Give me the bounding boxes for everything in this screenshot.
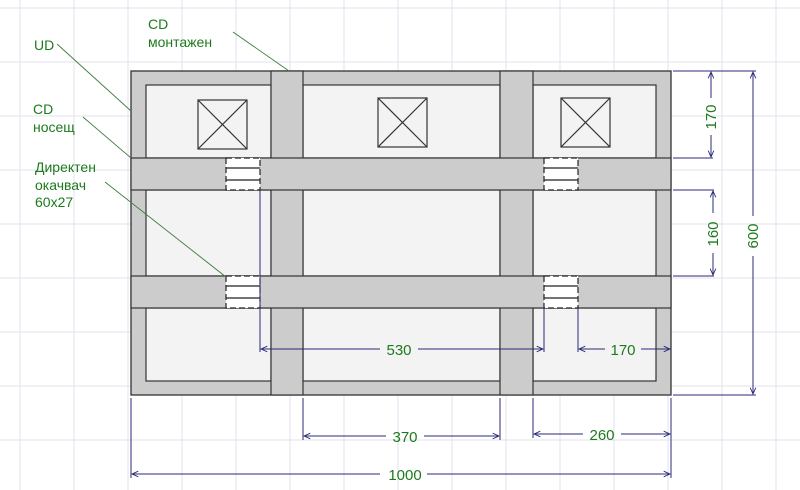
leader-lines	[56, 31, 290, 278]
label-hanger-2: окачвач	[35, 177, 86, 193]
direct-hanger-icon	[225, 157, 261, 191]
cd-bearing-profile-top	[130, 157, 672, 191]
label-hanger-3: 60x27	[35, 194, 73, 210]
dim-hanger-to-edge: 170	[610, 342, 635, 359]
leader-hanger	[104, 181, 227, 278]
direct-hanger-icon	[543, 275, 579, 309]
cd-mounting-profile-left	[270, 70, 304, 396]
light-fixtures	[197, 97, 611, 150]
cd-bearing-profile-bottom	[130, 275, 672, 309]
dim-middle-span: 370	[392, 429, 417, 446]
label-hanger-1: Директен	[35, 159, 96, 175]
light-fixture-icon	[197, 99, 248, 150]
label-cd-bearing-1: CD	[33, 101, 53, 117]
light-fixture-icon	[377, 97, 428, 148]
dimension-lines	[132, 72, 753, 474]
cd-mounting-profile-right	[499, 70, 534, 396]
dim-middle-cell-height: 160	[705, 221, 722, 246]
cd-bearing-profiles	[130, 157, 672, 309]
label-cd-mounting-1: CD	[148, 16, 168, 32]
direct-hanger-icon	[225, 275, 261, 309]
direct-hangers	[225, 157, 579, 309]
label-cd-bearing-2: носещ	[33, 119, 75, 135]
leader-ud	[56, 43, 132, 112]
leader-cd-bearing	[82, 116, 132, 159]
dim-total-width: 1000	[388, 467, 421, 484]
dim-right-span: 260	[589, 427, 614, 444]
extension-lines	[130, 70, 756, 478]
dim-hanger-span: 530	[386, 342, 411, 359]
light-fixture-icon	[560, 97, 611, 148]
dim-total-height: 600	[745, 223, 762, 248]
dimension-values: 170 160 600 530 170 370 260 1000	[386, 104, 762, 484]
direct-hanger-icon	[543, 157, 579, 191]
leader-cd-mounting	[232, 31, 290, 72]
label-cd-mounting-2: монтажен	[148, 34, 212, 50]
dim-top-cell-height: 170	[703, 104, 720, 129]
label-ud: UD	[34, 37, 54, 53]
component-labels: UD CD монтажен CD носещ Директен окачвач…	[33, 16, 212, 210]
cd-mounting-profiles	[270, 70, 534, 396]
